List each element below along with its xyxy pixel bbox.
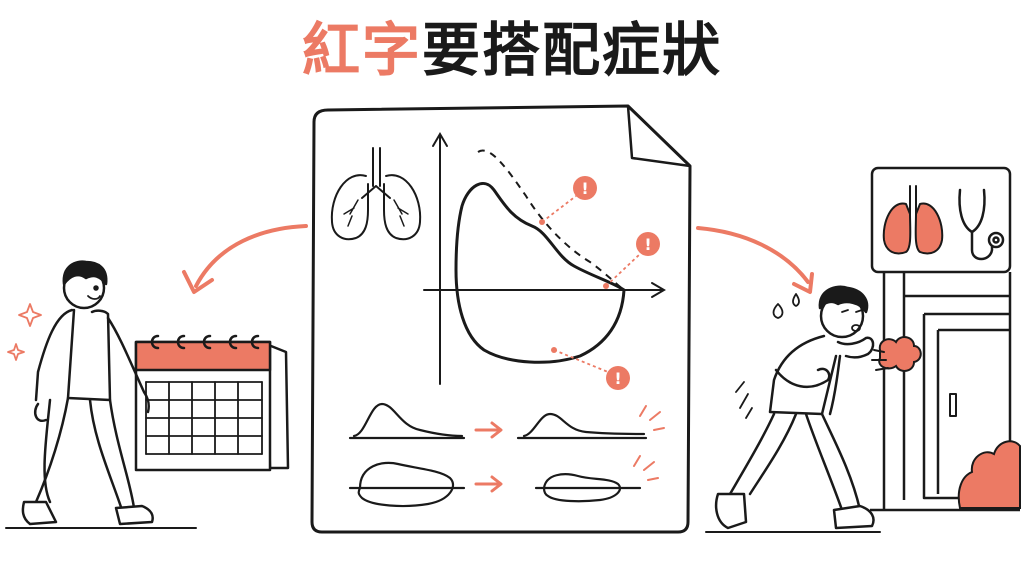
arrow-to-doctor (696, 226, 814, 294)
walking-person (5, 260, 197, 529)
arrow-to-calendar (182, 224, 308, 294)
warning-icon: ! (636, 232, 660, 256)
page-title: 紅字要搭配症狀 (0, 14, 1024, 86)
svg-text:!: ! (581, 179, 588, 198)
title-rest: 要搭配症狀 (422, 16, 723, 84)
warning-markers: ! ! ! (539, 176, 660, 390)
calendar-icon (134, 334, 290, 472)
warning-icon: ! (573, 176, 597, 200)
flow-volume-loop (454, 182, 626, 364)
lungs-icon (882, 185, 944, 255)
stethoscope-icon (958, 188, 1005, 261)
arrow-icon (474, 421, 503, 493)
alert-burst (633, 405, 665, 481)
bush (957, 440, 1021, 509)
curve-comparison-bottom (348, 461, 642, 508)
coughing-person (705, 285, 881, 533)
svg-text:!: ! (644, 235, 651, 254)
title-highlight: 紅字 (301, 16, 422, 84)
warning-icon: ! (606, 366, 630, 390)
curve-comparison-top (348, 402, 648, 440)
svg-text:!: ! (614, 369, 621, 388)
lungs-icon (330, 147, 422, 241)
cough-puff (871, 336, 922, 372)
expected-loop-dashed (477, 149, 625, 291)
